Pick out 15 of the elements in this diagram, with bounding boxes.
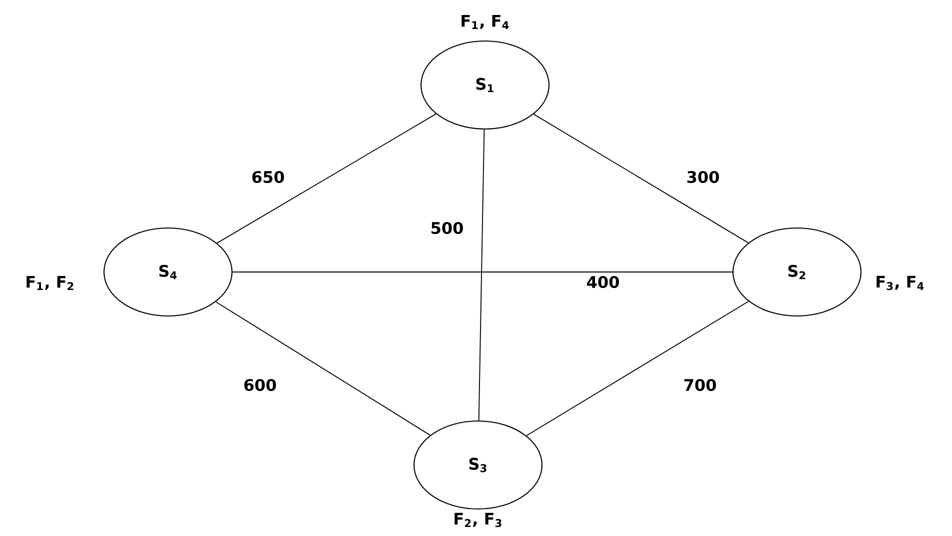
- edge-label: 400: [584, 274, 622, 290]
- node-annotation: F$_{3}$, F$_{4}$: [876, 276, 924, 290]
- edge-label: 700: [682, 378, 718, 392]
- node-annotation: F$_{2}$, F$_{3}$: [454, 512, 502, 528]
- connection-line: [526, 300, 749, 436]
- connection-line: [533, 114, 749, 244]
- edge-label: 300: [684, 170, 722, 184]
- edge-label: 600: [242, 378, 278, 392]
- connection-line: [216, 113, 436, 244]
- edge-label: 650: [250, 170, 286, 184]
- connection-line: [478, 129, 485, 421]
- node-annotation: F$_{1}$, F$_{2}$: [26, 276, 74, 290]
- connection-line: [215, 301, 431, 436]
- node-annotation: F$_{1}$, F$_{4}$: [462, 14, 509, 30]
- edge-label: 500: [428, 220, 466, 236]
